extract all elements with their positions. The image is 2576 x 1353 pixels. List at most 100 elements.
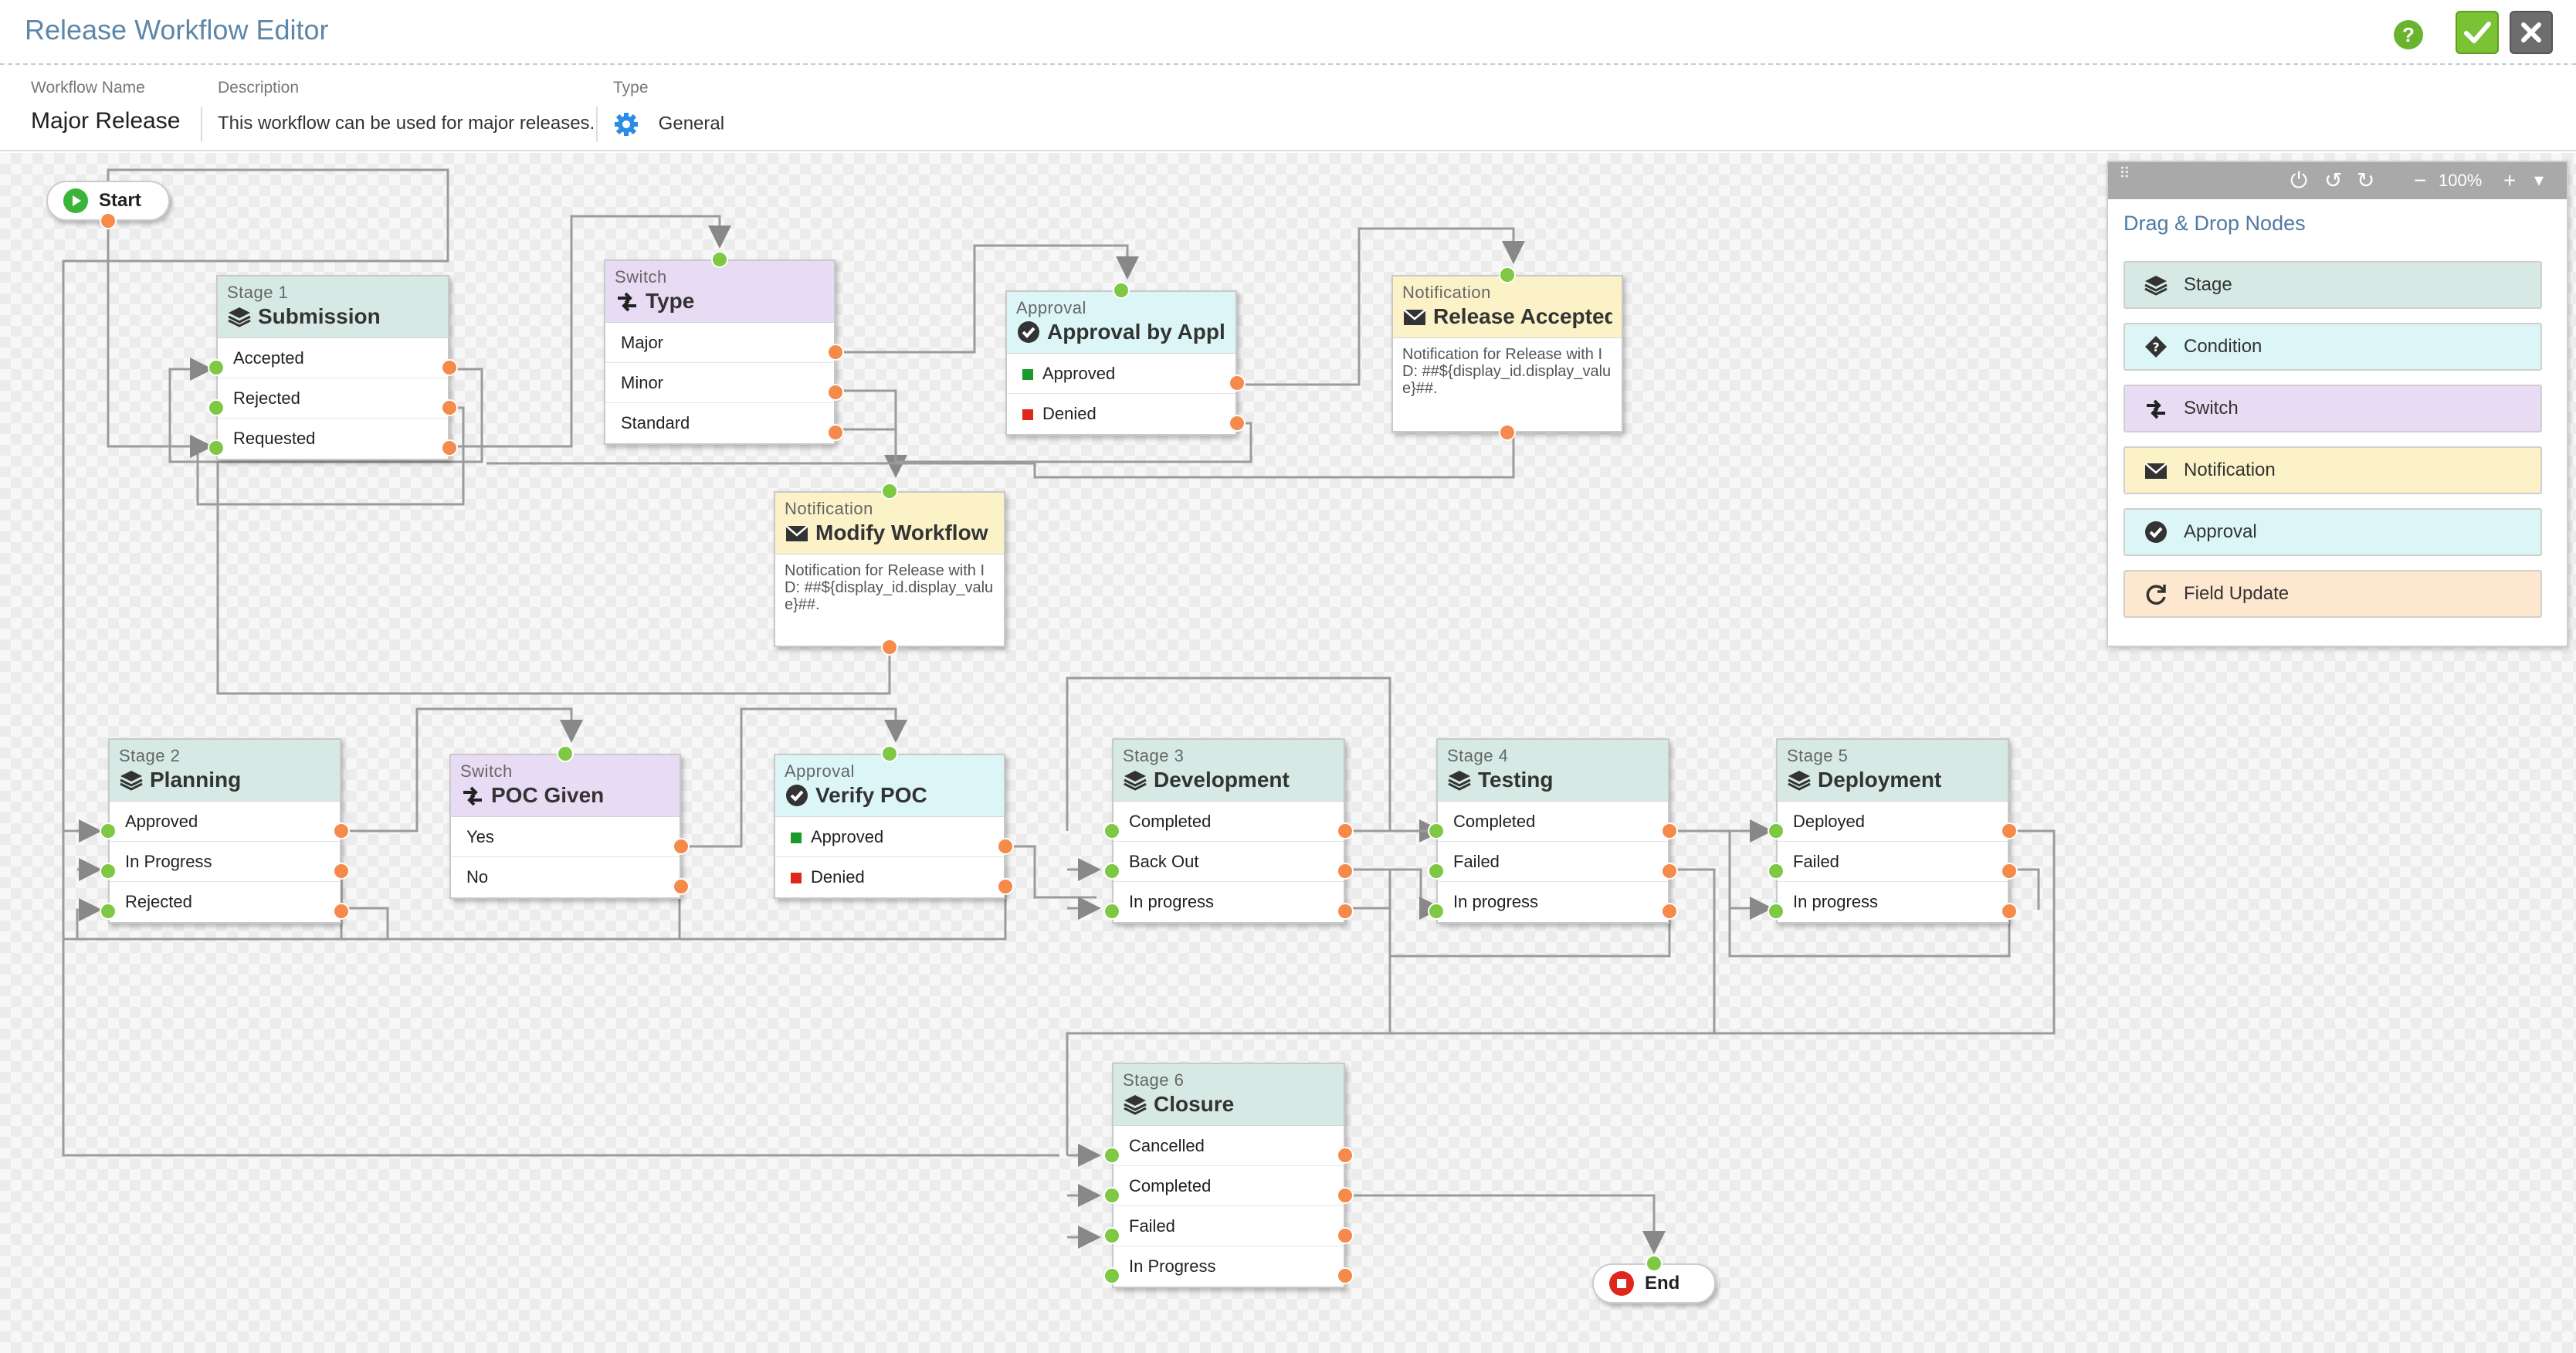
workflow-name-value[interactable]: Major Release (31, 108, 181, 134)
help-button[interactable]: ? (2394, 20, 2423, 49)
switch-node-type[interactable]: Switch Type Major Minor Standard (604, 259, 836, 445)
node-row-accepted[interactable]: Accepted (218, 338, 448, 378)
node-row-approved[interactable]: Approved (1007, 354, 1235, 394)
connector (1714, 829, 2056, 1035)
stage-node-planning[interactable]: Stage 2 Planning Approved In Progress Re… (108, 738, 341, 924)
connector (1390, 868, 1716, 1035)
node-palette[interactable]: ⠿ ⏻ ↺ ↻ − 100% + ▾ Drag & Drop Nodes Sta… (2107, 161, 2568, 647)
notification-node-modify-workflow[interactable]: Notification Modify Workflow Notificatio… (774, 491, 1005, 647)
stage-node-submission[interactable]: Stage 1 Submission Accepted Rejected Req… (216, 275, 449, 460)
workflow-canvas[interactable]: Start Stage 1 Submission Accepted Reject… (0, 153, 2576, 1353)
node-title: Deployment (1818, 768, 1942, 792)
node-row-rejected[interactable]: Rejected (125, 892, 192, 911)
stage-node-testing[interactable]: Stage 4 Testing Completed Failed In prog… (1436, 738, 1669, 924)
approved-status-icon (791, 832, 802, 844)
chevron-down-icon[interactable]: ▾ (2534, 170, 2544, 191)
node-row-in-progress[interactable]: In progress (1453, 892, 1539, 911)
node-title: Submission (258, 304, 381, 328)
node-row-denied[interactable]: Denied (775, 857, 1004, 897)
check-circle-icon (2145, 521, 2167, 543)
node-row-failed[interactable]: Failed (1113, 1206, 1344, 1246)
checkmark-icon (2464, 22, 2491, 43)
close-button[interactable] (2510, 11, 2553, 54)
approval-node-application[interactable]: Approval Approval by Appli... Approved D… (1005, 290, 1237, 436)
node-row-in-progress[interactable]: In Progress (110, 842, 340, 882)
gear-icon (615, 113, 638, 136)
palette-item-notification[interactable]: Notification (2124, 446, 2542, 494)
connector (836, 389, 907, 478)
stop-icon (1609, 1271, 1634, 1296)
node-type-label: Approval (1016, 298, 1086, 317)
workflow-type-value-row: General (613, 111, 724, 137)
node-row-failed[interactable]: Failed (1438, 842, 1668, 882)
node-header: Approval Verify POC (775, 755, 1004, 817)
node-row-denied[interactable]: Denied (1007, 394, 1235, 434)
node-row-approved[interactable]: Approved (775, 817, 1004, 857)
palette-item-field-update[interactable]: Field Update (2124, 570, 2542, 618)
palette-toolbar[interactable]: ⠿ ⏻ ↺ ↻ − 100% + ▾ (2108, 162, 2567, 199)
workflow-description-value[interactable]: This workflow can be used for major rele… (218, 113, 595, 134)
zoom-in-icon[interactable]: + (2503, 168, 2517, 192)
node-title: Closure (1154, 1092, 1235, 1116)
end-label: End (1645, 1273, 1680, 1294)
node-row-no[interactable]: No (466, 867, 489, 887)
connector (76, 898, 102, 939)
refresh-icon (2146, 585, 2166, 605)
node-row-minor[interactable]: Minor (605, 363, 834, 403)
node-header: Stage 3 Development (1113, 740, 1344, 802)
workflow-description-field[interactable]: Description This workflow can be used fo… (218, 79, 595, 134)
palette-item-switch[interactable]: Switch (2124, 385, 2542, 432)
workflow-type-field[interactable]: Type General (613, 79, 724, 137)
node-header: Notification Modify Workflow (775, 493, 1004, 554)
end-node[interactable]: End (1592, 1263, 1716, 1304)
palette-item-stage[interactable]: Stage (2124, 261, 2542, 309)
workflow-name-field[interactable]: Workflow Name Major Release (31, 79, 180, 134)
node-row-requested[interactable]: Requested (233, 429, 316, 448)
notification-body: Notification for Release with ID: ##${di… (1402, 346, 1612, 397)
drag-handle-icon[interactable]: ⠿ (2119, 165, 2130, 182)
palette-item-approval[interactable]: Approval (2124, 508, 2542, 556)
node-title-row: Closure (1123, 1092, 1334, 1117)
node-row-back-out[interactable]: Back Out (1113, 842, 1344, 882)
undo-icon[interactable]: ↺ (2324, 168, 2343, 192)
node-row-completed[interactable]: Completed (1438, 802, 1668, 842)
node-row-in-progress[interactable]: In progress (1793, 892, 1879, 911)
start-node[interactable]: Start (46, 181, 170, 221)
connector (341, 707, 583, 832)
node-row-in-progress[interactable]: In Progress (1129, 1256, 1216, 1276)
palette-title: Drag & Drop Nodes (2124, 212, 2306, 235)
envelope-icon (2144, 463, 2168, 479)
stage-node-closure[interactable]: Stage 6 Closure Cancelled Completed Fail… (1112, 1063, 1345, 1288)
approval-node-verify-poc[interactable]: Approval Verify POC Approved Denied (774, 754, 1005, 899)
node-title-row: Testing (1447, 768, 1659, 792)
node-row-in-progress[interactable]: In progress (1129, 892, 1215, 911)
connector (680, 707, 907, 848)
node-type-label: Stage 2 (119, 746, 181, 765)
node-row-failed[interactable]: Failed (1778, 842, 2008, 882)
redo-icon[interactable]: ↻ (2357, 168, 2375, 192)
notification-node-release-accepted[interactable]: Notification Release Accepted Notificati… (1391, 275, 1623, 432)
node-row-completed[interactable]: Completed (1113, 1166, 1344, 1206)
check-circle-icon (1018, 321, 1039, 343)
node-row-major[interactable]: Major (605, 323, 834, 363)
save-button[interactable] (2456, 11, 2499, 54)
node-header: Notification Release Accepted (1393, 276, 1622, 338)
node-row-deployed[interactable]: Deployed (1778, 802, 2008, 842)
node-row-rejected[interactable]: Rejected (218, 378, 448, 419)
switch-node-poc-given[interactable]: Switch POC Given Yes No (449, 754, 681, 899)
node-row-standard[interactable]: Standard (621, 413, 690, 432)
palette-item-condition[interactable]: ? Condition (2124, 323, 2542, 371)
approved-status-icon (1022, 369, 1033, 381)
node-title: Release Accepted (1433, 304, 1612, 328)
node-row-completed[interactable]: Completed (1113, 802, 1344, 842)
stage-node-development[interactable]: Stage 3 Development Completed Back Out I… (1112, 738, 1345, 924)
row-label: Approved (1042, 364, 1116, 383)
connector (486, 432, 1515, 479)
node-row-approved[interactable]: Approved (110, 802, 340, 842)
power-icon[interactable]: ⏻ (2290, 168, 2308, 192)
node-row-yes[interactable]: Yes (451, 817, 680, 857)
node-title-row: Type (615, 289, 825, 314)
node-row-cancelled[interactable]: Cancelled (1113, 1126, 1344, 1166)
zoom-out-icon[interactable]: − (2414, 168, 2427, 192)
stage-node-deployment[interactable]: Stage 5 Deployment Deployed Failed In pr… (1776, 738, 2009, 924)
